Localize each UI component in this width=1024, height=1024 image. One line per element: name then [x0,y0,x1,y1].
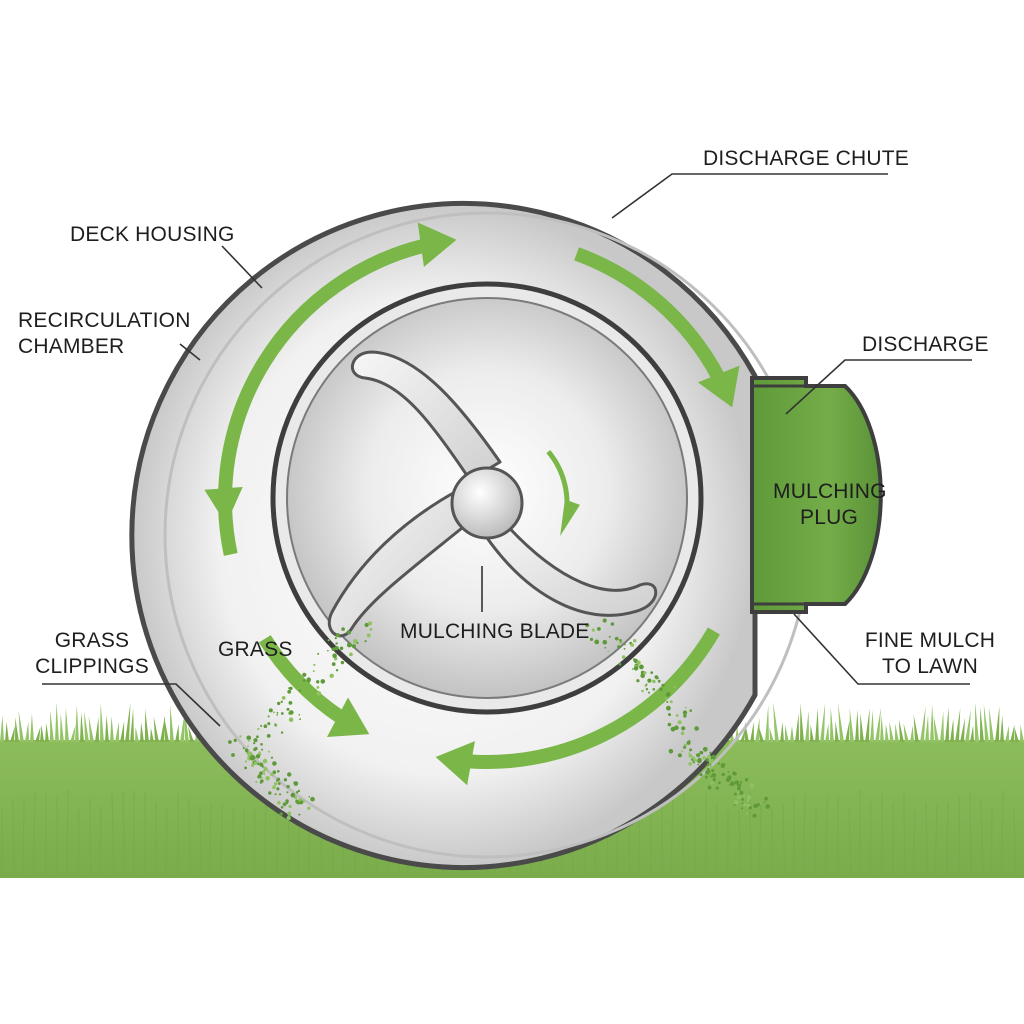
airflow-arrow-icon [435,627,720,786]
leader-deck-housing [221,245,263,289]
airflow-arrow-icon [258,635,370,738]
leader-discharge [785,359,972,415]
label-grass-clippings: GRASS CLIPPINGS [35,629,149,678]
leader-grass-clippings [42,683,221,727]
grass-particles-icon [228,618,770,821]
leader-discharge-chute [611,173,888,219]
rotation-arrow-icon [546,449,580,536]
airflow-arrow-icon [574,247,740,408]
discharge-chute [750,376,883,614]
label-mulching-blade: MULCHING BLADE [400,620,590,643]
leader-recirculation-chamber [179,343,201,361]
mulching-blade [327,350,658,638]
label-deck-housing: DECK HOUSING [70,223,235,246]
leader-lines [42,173,972,727]
label-discharge-chute: DISCHARGE CHUTE [703,147,910,170]
label-grass: GRASS [218,638,293,661]
label-recirculation-chamber: RECIRCULATION CHAMBER [18,309,191,358]
leader-fine-mulch [793,613,970,685]
airflow-arrow-icon [204,417,244,525]
label-discharge: DISCHARGE [862,333,989,356]
label-mulching-plug: MULCHING PLUG [773,480,887,529]
airflow-arrows [204,222,740,786]
label-fine-mulch-to-lawn: FINE MULCH TO LAWN [864,629,996,678]
blade-hub [450,466,524,540]
